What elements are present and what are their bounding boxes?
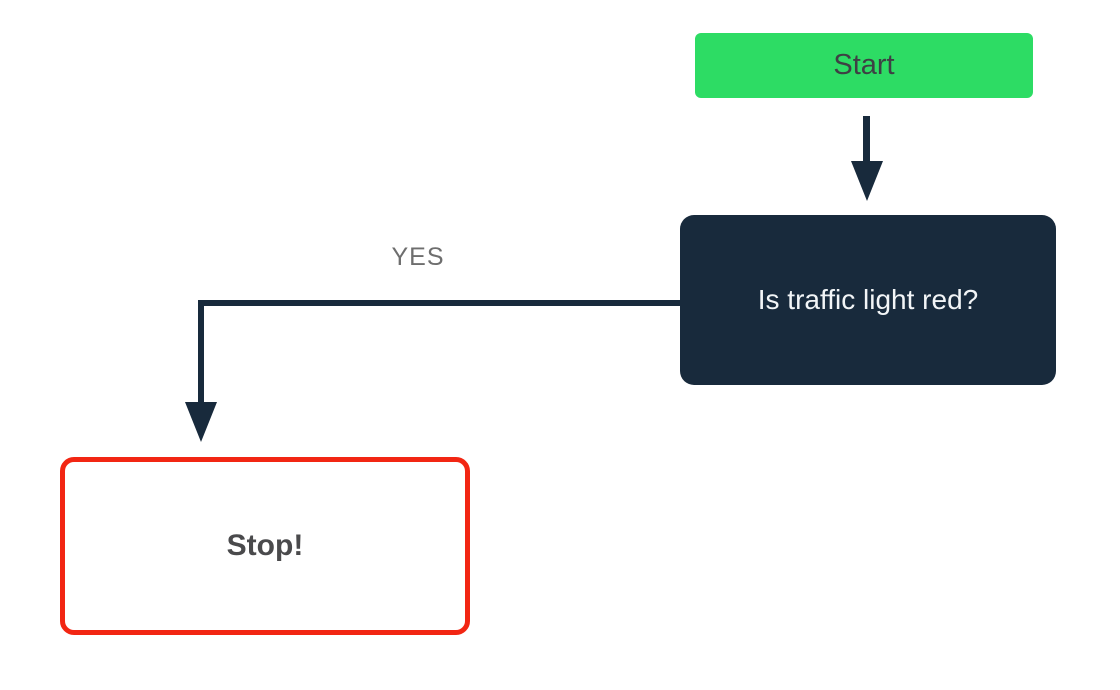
connector-start-decision	[863, 116, 870, 163]
node-decision: Is traffic light red?	[680, 215, 1056, 385]
node-stop: Stop!	[60, 457, 470, 635]
node-stop-label: Stop!	[226, 529, 304, 562]
node-decision-label: Is traffic light red?	[757, 284, 979, 315]
arrowhead-down-icon	[185, 402, 217, 442]
arrowhead-down-icon	[851, 161, 883, 201]
connector-decision-stop-horizontal	[198, 300, 680, 306]
edge-label-yes: YES	[391, 243, 445, 271]
node-start: Start	[695, 33, 1033, 98]
connector-decision-stop-vertical	[198, 300, 204, 404]
node-start-label: Start	[833, 49, 895, 81]
